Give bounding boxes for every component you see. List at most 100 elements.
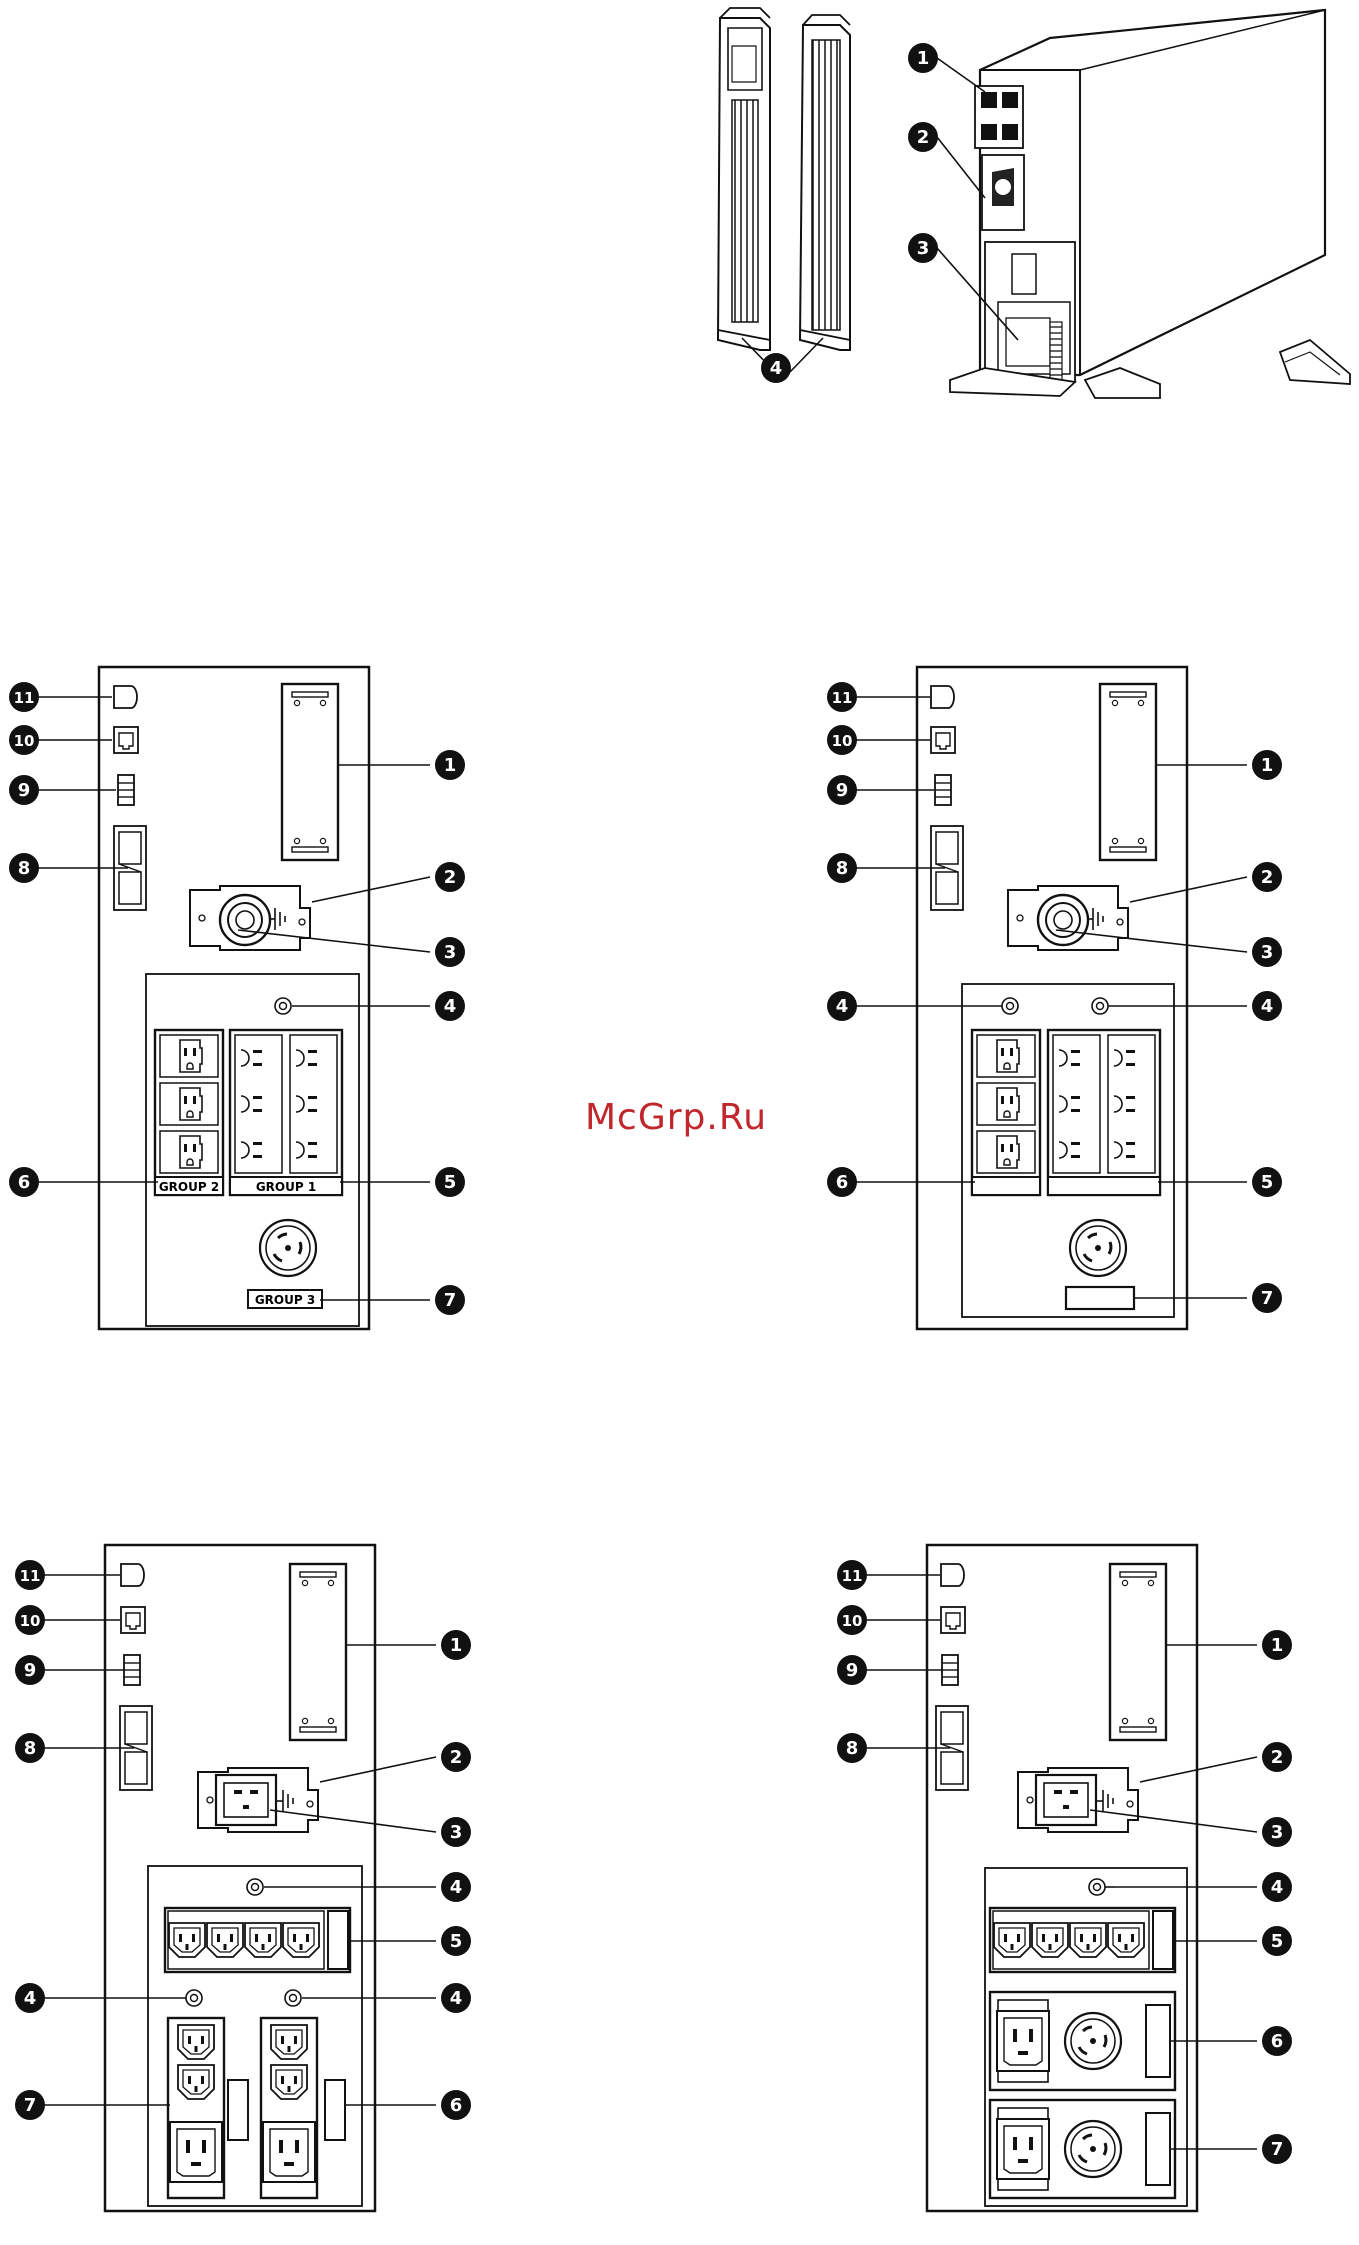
circuit-breaker-icon [186,1990,202,2006]
c13-outlet-icon [245,1923,281,1957]
c13-outlet-icon [178,2065,214,2099]
circuit-breaker-icon [1002,998,1018,1014]
callout-number: 6 [1271,2031,1284,2052]
twist-lock-outlet-icon [260,1220,316,1276]
callout-number: 2 [917,127,930,148]
callout-number: 4 [836,996,849,1017]
rear-panel-d [866,1545,1257,2211]
callout-number: 7 [444,1290,457,1311]
callout-number: 9 [24,1660,37,1681]
c19-outlet-icon [997,2011,1049,2071]
outlet-icon [180,1088,202,1120]
callout-number: 1 [917,48,930,69]
c19-outlet-icon [263,2122,315,2182]
usb-port-icon [931,686,954,708]
callout-number: 6 [450,2095,463,2116]
callout-number: 10 [832,732,853,750]
callout-number: 5 [444,1172,457,1193]
tower-body [950,10,1350,398]
input-cord-icon [1038,895,1088,945]
twist-lock-outlet-icon [1070,1220,1126,1276]
callout-number: 3 [444,942,457,963]
callout-number: 1 [1261,755,1274,776]
callout-number: 11 [842,1567,863,1585]
callout-number: 8 [18,858,31,879]
front-bezel-left [718,8,770,350]
callout-number: 3 [450,1822,463,1843]
outlet-icon [997,1040,1019,1072]
callout-number: 10 [842,1612,863,1630]
outlet-icon [180,1136,202,1168]
callout-number: 1 [450,1635,463,1656]
usb-port-icon [941,1564,964,1586]
smart-slot-icon [290,1564,346,1740]
circuit-breaker-icon [247,1879,263,1895]
callout-number: 5 [1261,1172,1274,1193]
callout-number: 4 [450,1988,463,2009]
callout-number: 4 [24,1988,37,2009]
callout-number: 3 [917,238,930,259]
callout-number: 5 [1271,1931,1284,1952]
callout-number: 4 [444,996,457,1017]
rear-panel-a: GROUP 2 GROUP 1 GROUP 3 [38,667,430,1329]
group-3-label: GROUP 3 [255,1293,315,1307]
callout-number: 4 [1261,996,1274,1017]
circuit-breaker-icon [1089,1879,1105,1895]
twist-lock-outlet-icon [1065,2013,1121,2069]
circuit-breaker-icon [285,1990,301,2006]
rear-panel-b [856,667,1247,1329]
serial-port-icon [114,727,138,753]
circuit-breaker-icon [275,998,291,1014]
callout-number: 9 [18,780,31,801]
c13-outlet-icon [271,2065,307,2099]
c13-outlet-icon [169,1923,205,1957]
c13-outlet-icon [1032,1923,1068,1957]
ups-tower-illustration [718,8,1350,398]
watermark-text: McGrp.Ru [585,1097,767,1138]
callout-number: 6 [836,1172,849,1193]
callout-number: 1 [444,755,457,776]
callout-number: 3 [1261,942,1274,963]
serial-port-icon [941,1607,965,1633]
callout-number: 10 [14,732,35,750]
usb-port-icon [114,686,137,708]
outlet-icon [997,1136,1019,1168]
c13-outlet-icon [1108,1923,1144,1957]
c13-outlet-icon [207,1923,243,1957]
callout-number: 3 [1271,1822,1284,1843]
callout-number: 7 [1271,2139,1284,2160]
dip-switch-icon [935,775,951,805]
power-inlet-icon [1036,1775,1096,1825]
callout-number: 2 [444,867,457,888]
callout-number: 4 [770,358,783,379]
callout-number: 11 [14,689,35,707]
c13-outlet-icon [1070,1923,1106,1957]
dip-switch-icon [118,775,134,805]
callout-number: 2 [450,1747,463,1768]
callout-number: 8 [24,1738,37,1759]
serial-port-icon [931,727,955,753]
callout-number: 8 [846,1738,859,1759]
group-1-label: GROUP 1 [256,1180,316,1194]
c13-outlet-icon [994,1923,1030,1957]
callout-number: 9 [836,780,849,801]
c19-outlet-icon [170,2122,222,2182]
c13-outlet-icon [283,1923,319,1957]
front-bezel-right [800,15,850,350]
outlet-icon [997,1088,1019,1120]
callout-number: 7 [24,2095,37,2116]
callout-number: 11 [832,689,853,707]
circuit-breaker-icon [1092,998,1108,1014]
smart-slot-icon [282,684,338,860]
callout-number: 1 [1271,1635,1284,1656]
group-2-label: GROUP 2 [159,1180,219,1194]
usb-port-icon [121,1564,144,1586]
serial-port-icon [121,1607,145,1633]
c13-outlet-icon [271,2025,307,2059]
callout-number: 9 [846,1660,859,1681]
callout-number: 10 [20,1612,41,1630]
smart-slot-icon [1100,684,1156,860]
power-inlet-icon [216,1775,276,1825]
dip-switch-icon [942,1655,958,1685]
